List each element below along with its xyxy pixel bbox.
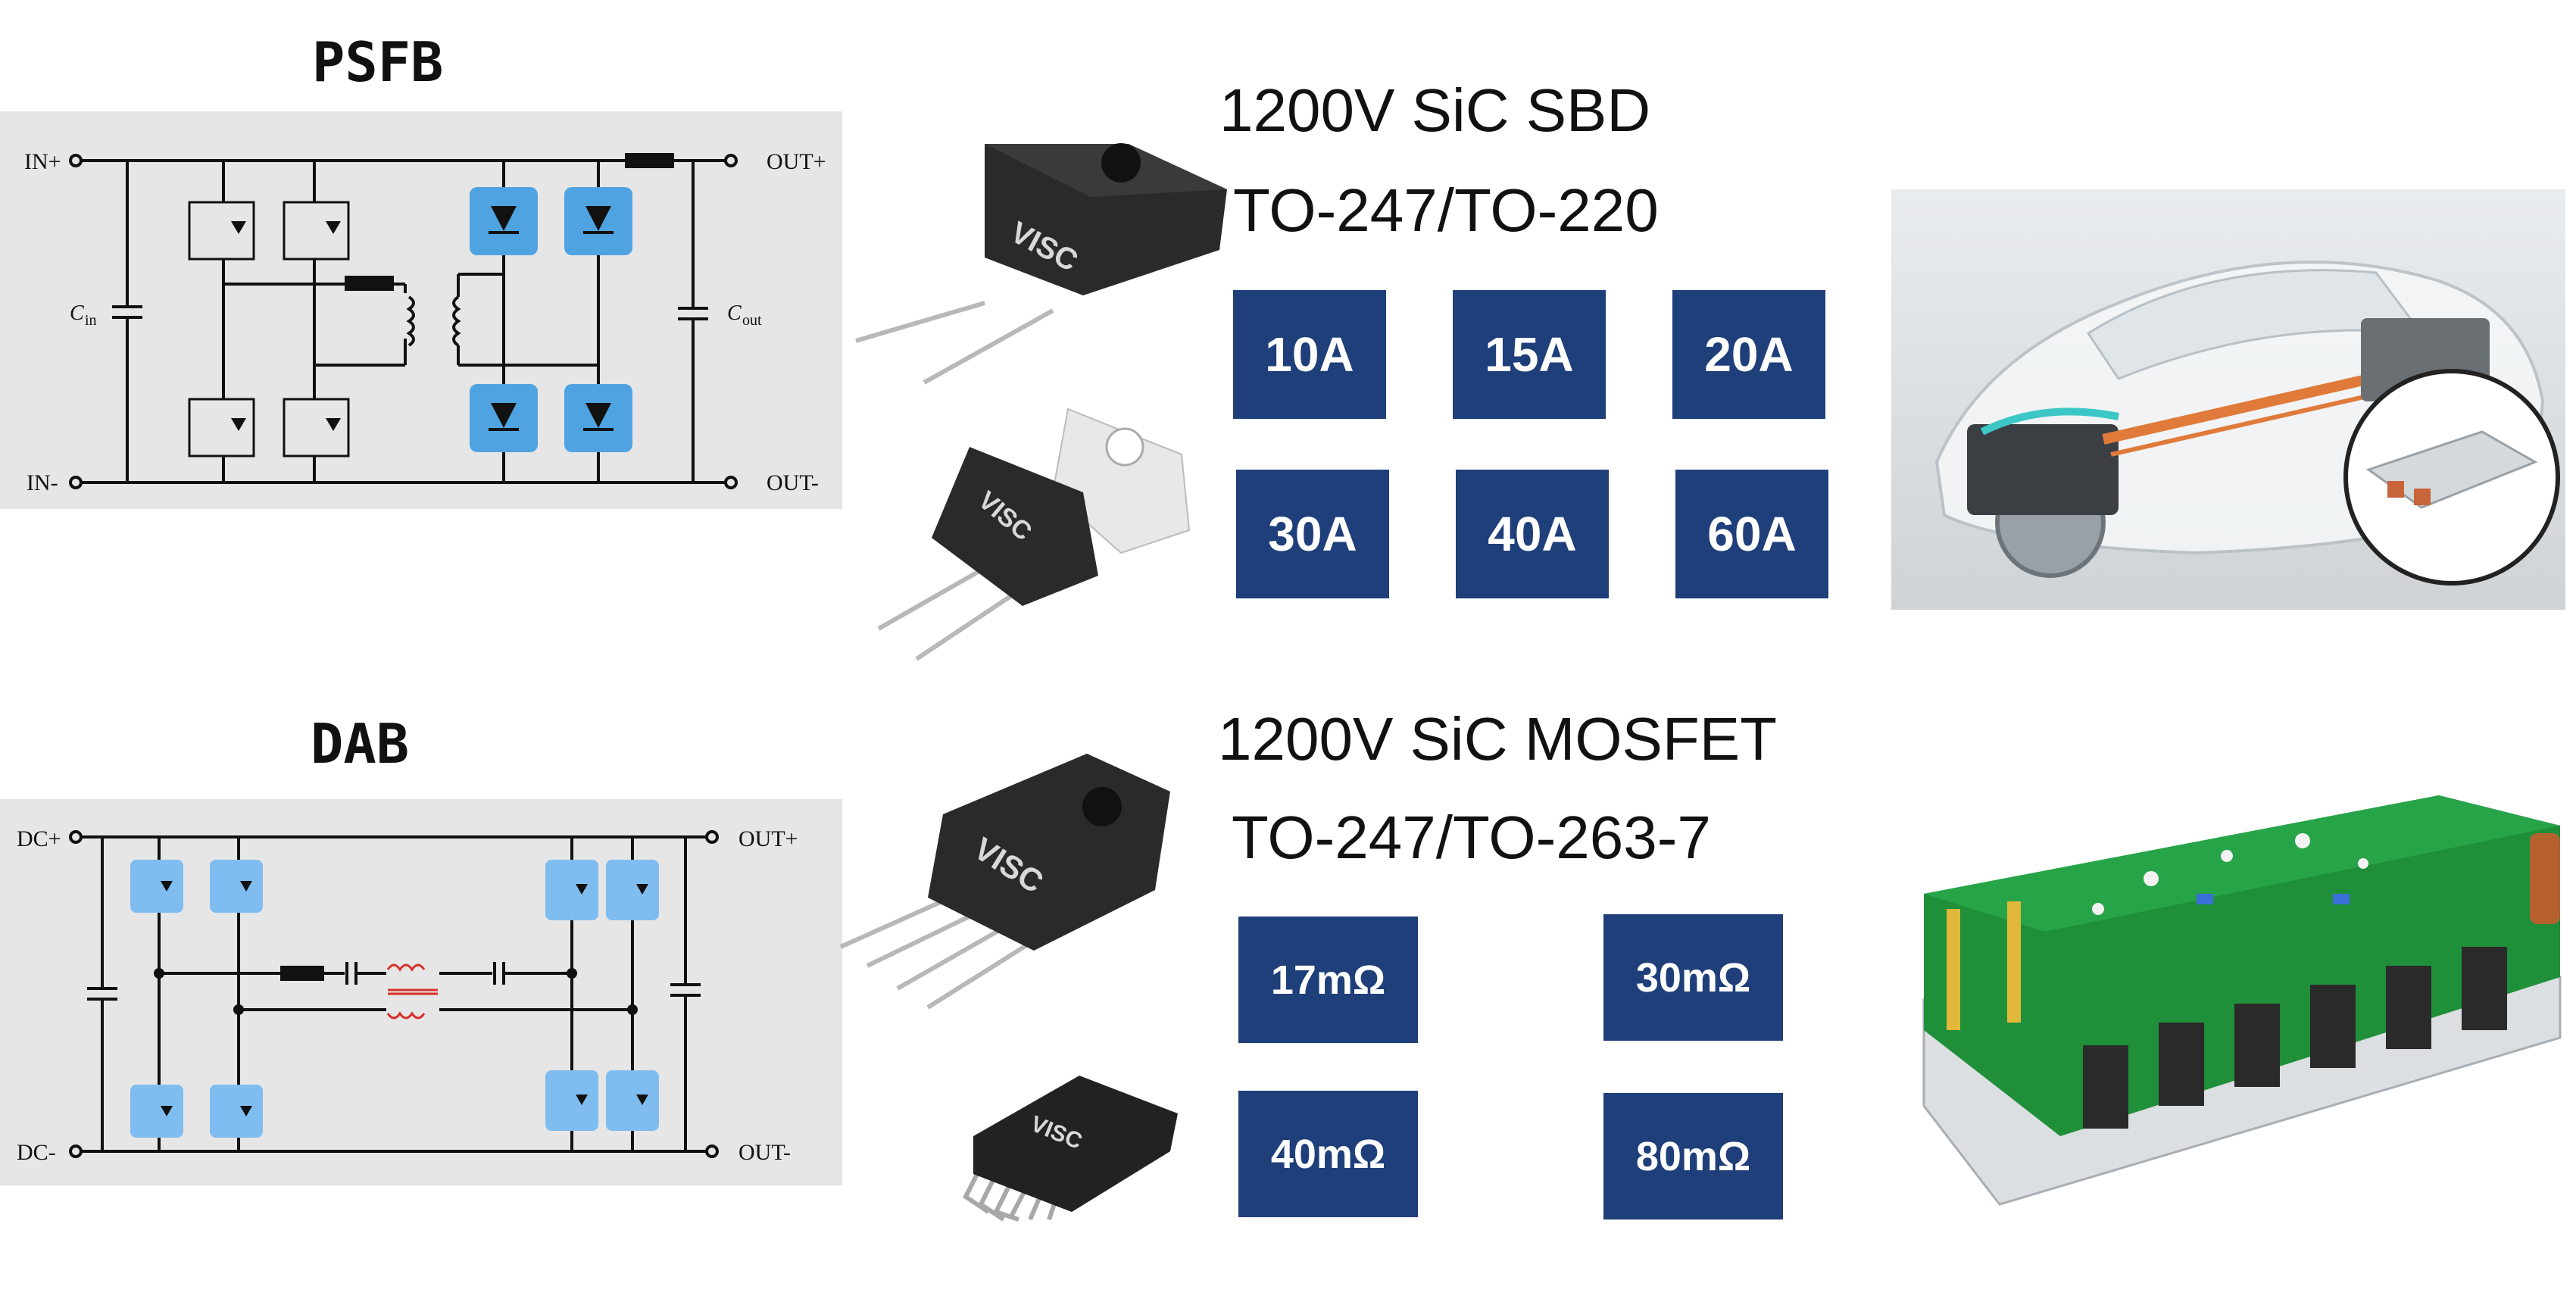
sbd-rating-box: 20A	[1672, 290, 1825, 419]
psfb-schematic: IN+ IN- OUT+ OUT- C in C out	[24, 149, 826, 495]
ev-car-illustration	[1891, 189, 2565, 610]
psfb-cin-sub: in	[85, 312, 97, 329]
sbd-heading: 1200V SiC SBD	[1219, 77, 1651, 144]
psfb-circuit-panel: IN+ IN- OUT+ OUT- C in C out	[0, 111, 842, 509]
dab-title: DAB	[311, 712, 410, 776]
dab-dc-minus-label: DC-	[17, 1140, 56, 1165]
psfb-cin-label: C	[70, 301, 84, 325]
to247-mosfet-package: VISC	[837, 746, 1231, 1019]
to247-sbd-package: VISC	[848, 114, 1227, 394]
sbd-rating-box: 30A	[1236, 470, 1389, 598]
dab-dc-plus-label: DC+	[17, 826, 61, 851]
mosfet-packages: TO-247/TO-263-7	[1232, 804, 1711, 871]
psfb-title: PSFB	[312, 30, 444, 94]
psfb-in-minus-label: IN-	[27, 470, 58, 495]
mosfet-rating-box: 30mΩ	[1603, 914, 1783, 1041]
mosfet-rating-box: 40mΩ	[1238, 1091, 1418, 1217]
dab-out-plus-label: OUT+	[738, 826, 798, 851]
psfb-out-plus-label: OUT+	[767, 149, 826, 174]
to263-mosfet-package: VISC	[958, 1068, 1185, 1223]
sbd-rating-box: 15A	[1453, 290, 1606, 419]
charger-pcb-photo	[1909, 780, 2575, 1212]
mosfet-rating-box: 17mΩ	[1238, 917, 1418, 1043]
psfb-out-minus-label: OUT-	[767, 470, 819, 495]
mosfet-heading: 1200V SiC MOSFET	[1218, 705, 1778, 773]
sbd-rating-box: 10A	[1233, 290, 1386, 419]
mosfet-rating-box: 80mΩ	[1603, 1093, 1783, 1219]
dab-circuit-panel: DC+ DC- OUT+ OUT-	[0, 799, 842, 1185]
psfb-in-plus-label: IN+	[24, 149, 61, 174]
sbd-rating-box: 60A	[1675, 470, 1828, 598]
psfb-cout-label: C	[727, 301, 742, 325]
to220-sbd-package: VISC	[871, 401, 1212, 667]
dab-schematic: DC+ DC- OUT+ OUT-	[17, 826, 798, 1165]
psfb-cout-sub: out	[742, 312, 762, 329]
sbd-rating-box: 40A	[1456, 470, 1609, 598]
sbd-packages: TO-247/TO-220	[1233, 176, 1659, 244]
dab-out-minus-label: OUT-	[738, 1140, 791, 1165]
